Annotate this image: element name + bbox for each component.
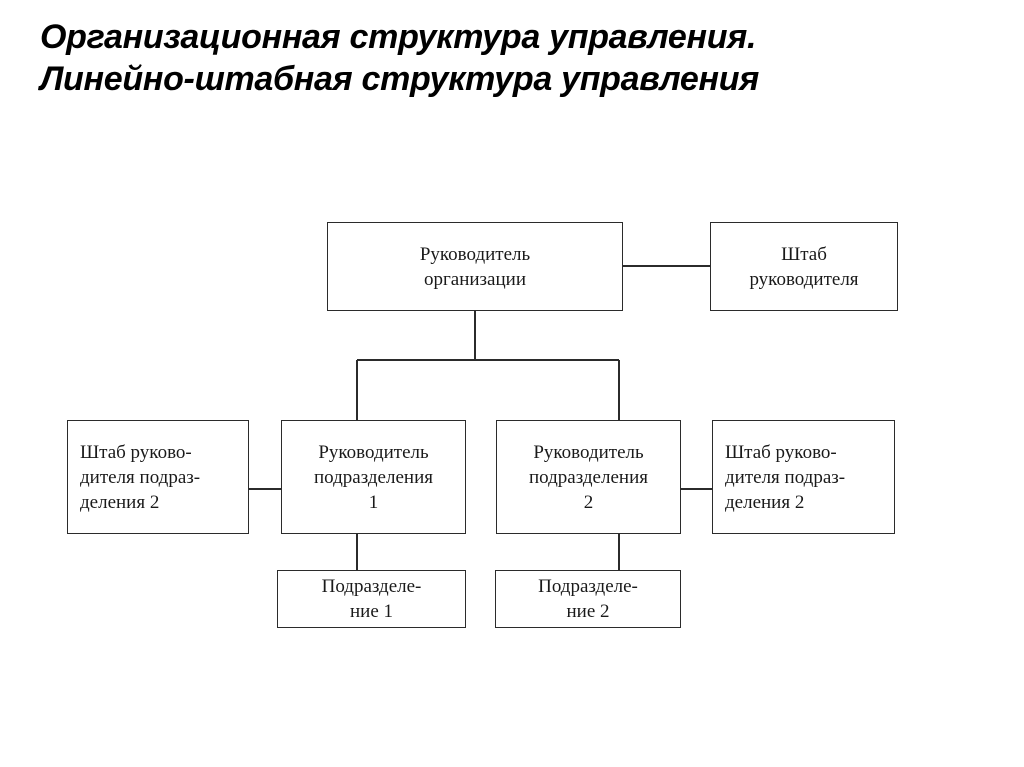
node-unit-2-label: Подразделе- ние 2	[538, 576, 638, 622]
node-manager-2[interactable]: Руководитель подразделения 2	[496, 420, 681, 534]
node-manager-2-label: Руководитель подразделения 2	[529, 441, 648, 513]
node-head-label: Руководитель организации	[419, 243, 531, 290]
node-unit-1-label: Подразделе- ние 1	[321, 576, 422, 622]
node-staff-2-label: Штаб руково- дителя подраз- деления 2	[725, 441, 846, 513]
node-staff-2[interactable]: Штаб руково- дителя подраз- деления 2	[712, 420, 895, 534]
node-head-staff[interactable]: Штаб руководителя	[710, 222, 898, 311]
node-unit-2[interactable]: Подразделе- ние 2	[495, 570, 681, 628]
page-title: Организационная структура управления. Ли…	[40, 16, 1000, 100]
node-manager-1[interactable]: Руководитель подразделения 1	[281, 420, 466, 534]
node-staff-1[interactable]: Штаб руково- дителя подраз- деления 2	[67, 420, 249, 534]
node-head-staff-label: Штаб руководителя	[749, 243, 859, 290]
node-manager-1-label: Руководитель подразделения 1	[314, 441, 433, 513]
node-head[interactable]: Руководитель организации	[327, 222, 623, 311]
node-staff-1-label: Штаб руково- дителя подраз- деления 2	[80, 441, 201, 513]
page-title-line-1: Организационная структура управления.	[40, 18, 757, 56]
page-title-line-2: Линейно-штабная структура управления	[40, 60, 759, 98]
node-unit-1[interactable]: Подразделе- ние 1	[277, 570, 466, 628]
